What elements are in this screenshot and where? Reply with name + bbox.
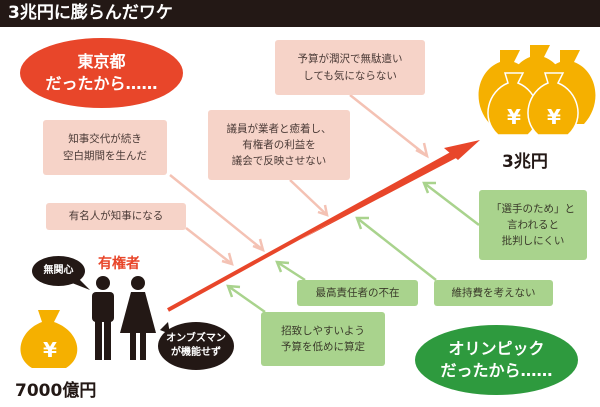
cause-box-pink: 予算が潤沢で無駄遣い しても気にならない bbox=[275, 40, 425, 95]
voters-label: 有権者 bbox=[98, 256, 140, 272]
pink-arrow bbox=[185, 227, 234, 266]
green-arrow bbox=[422, 181, 480, 226]
green-arrow bbox=[275, 260, 306, 282]
olympic-cause-ellipse: オリンピック だったから…… bbox=[415, 325, 578, 395]
green-arrow bbox=[226, 284, 266, 314]
svg-text:¥: ¥ bbox=[507, 105, 521, 129]
cause-box-pink: 有名人が知事になる bbox=[46, 203, 186, 230]
voter-woman-icon bbox=[120, 276, 156, 360]
title-bar: 3兆円に膨らんだワケ bbox=[0, 0, 600, 27]
pink-arrow bbox=[169, 174, 265, 253]
cause-box-green: 招致しやすいよう 予算を低めに算定 bbox=[261, 312, 385, 366]
indifferent-bubble: 無関心 bbox=[32, 256, 85, 286]
money-bag-icon-small: ¥ bbox=[20, 310, 78, 368]
cause-box-green: 「選手のため」と 言われると 批判しにくい bbox=[479, 190, 587, 260]
end-amount: 3兆円 bbox=[502, 152, 548, 172]
title: 3兆円に膨らんだワケ bbox=[8, 3, 173, 23]
svg-text:¥: ¥ bbox=[43, 338, 57, 362]
voter-man-icon bbox=[92, 276, 114, 360]
money-bag-icon-large: ¥ ¥ bbox=[478, 45, 596, 136]
cause-box-green: 維持費を考えない bbox=[434, 280, 553, 306]
pink-arrow bbox=[349, 94, 429, 159]
start-amount: 7000億円 bbox=[15, 381, 97, 401]
cause-box-green: 最高責任者の不在 bbox=[297, 280, 418, 306]
growth-arrow bbox=[167, 140, 480, 312]
pink-arrow bbox=[289, 179, 329, 217]
green-arrow bbox=[355, 216, 437, 281]
cause-box-pink: 議員が業者と癒着し、 有権者の利益を 議会で反映させない bbox=[208, 110, 350, 180]
ombudsman-bubble: オンブズマン が機能せず bbox=[158, 322, 234, 370]
cause-box-pink: 知事交代が続き 空白期間を生んだ bbox=[43, 120, 167, 175]
green-arrows bbox=[226, 181, 480, 314]
tokyo-cause-ellipse: 東京都 だったから…… bbox=[20, 38, 183, 108]
pink-arrows bbox=[169, 94, 429, 266]
svg-text:¥: ¥ bbox=[547, 105, 561, 129]
